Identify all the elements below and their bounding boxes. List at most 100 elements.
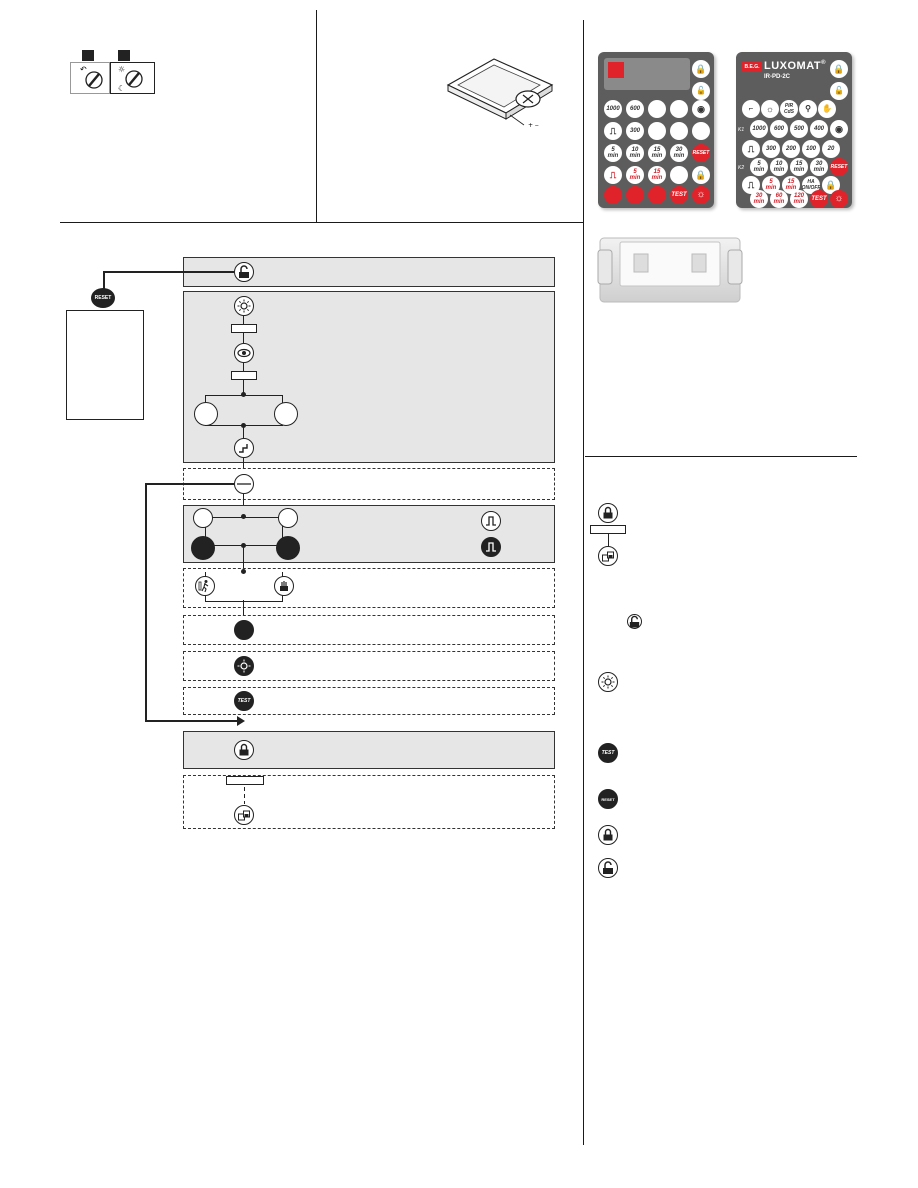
remote-right-stair-button[interactable]: ⌐ [742,100,760,118]
remote-right-walk-button[interactable]: ⚲ [799,100,817,118]
remote-right-brand-name: LUXOMAT [764,60,822,72]
remote-left-btn-blank-6[interactable] [670,166,688,184]
remote-left-eye-button[interactable]: ◉ [692,100,710,118]
channel-circle-bottom-left [191,536,215,560]
remote-left-impulse2-button[interactable]: ⎍ [604,166,622,184]
remote-left-lock2-button[interactable]: 🔒 [692,166,710,184]
remote-right-impulse2-button[interactable]: ⎍ [742,176,760,194]
remote-right-lock-button[interactable]: 🔒 [830,60,848,78]
remote-right-time-60min[interactable]: 60 min [770,190,788,208]
channel-impulse-icon-light [481,511,501,531]
remote-left-btn-30min[interactable]: 30 min [670,144,688,162]
flow-test-label: TEST [237,698,251,704]
remote-left-btn-blank-2[interactable] [670,100,688,118]
loop-line-left [145,483,147,721]
remote-left-reset-button[interactable]: RESET [692,144,710,162]
remote-right-light-button[interactable]: ☼ [761,100,779,118]
flow-multi-lock-icon [234,805,254,825]
remote-right-lux-1000[interactable]: 1000 [750,120,768,138]
remote-right-time-5min[interactable]: 5 min [750,158,768,176]
presence-walk-icon [195,576,215,596]
legend-inline-unlock-icon [627,614,642,629]
remote-right-lock2-button[interactable]: 🔒 [822,176,840,194]
flow-test-badge: TEST [234,691,254,711]
remote-left-btn-blank-1[interactable] [648,100,666,118]
remote-left-red-button-2[interactable] [626,186,644,204]
remote-right-lux-100[interactable]: 100 [802,140,820,158]
cds-label: CdS [784,109,794,115]
remote-left-red-button-1[interactable] [604,186,622,204]
remote-right-lux-500[interactable]: 500 [790,120,808,138]
remote-left-test-button[interactable]: TEST [670,186,688,204]
remote-right-unlock-button[interactable]: 🔓 [830,82,848,100]
remote-left-impulse-button[interactable]: ⎍ [604,122,622,140]
sketch-box-right [110,62,155,94]
remote-left-btn-600[interactable]: 600 [626,100,644,118]
svg-text:↶: ↶ [80,65,87,74]
remote-left-btn-1000[interactable]: 1000 [604,100,622,118]
remote-right-hand-button[interactable]: ✋ [818,100,836,118]
flow-option-circle-right [274,402,298,426]
remote-left-unlock-button[interactable]: 🔓 [692,82,710,100]
flow-line-g [243,494,244,512]
flow-line-e [243,426,244,438]
remote-left-red-button-3[interactable] [648,186,666,204]
legend-connector [608,534,609,546]
remote-right-lux-600[interactable]: 600 [770,120,788,138]
remote-right-brand-mark: ® [821,60,826,66]
remote-right-lux-200[interactable]: 200 [782,140,800,158]
remote-right-time-120min[interactable]: 120 min [790,190,808,208]
remote-right-time-15min[interactable]: 15 min [790,158,808,176]
remote-right-light2-button[interactable]: ☼ [830,190,848,208]
remote-left-btn-blank-4[interactable] [670,122,688,140]
flow-brightness-icon [234,296,254,316]
remote-right-lux-400[interactable]: 400 [810,120,828,138]
remote-left-lock-button[interactable]: 🔒 [692,60,710,78]
legend-reset-badge: RESET [598,789,618,809]
divider-legend-top [585,456,857,457]
loop-line-top [145,483,234,485]
svg-text:☼: ☼ [118,65,125,74]
wall-holder-illustration [597,237,743,303]
step-b-badge [118,50,130,61]
flow-value-box-2 [231,371,257,380]
remote-right-logo-badge: B.E.G. [742,62,762,72]
remote-right-ha-onoff[interactable]: HA ON/OFF [802,176,820,194]
remote-left-btn-15min-b[interactable]: 15 min [648,166,666,184]
remote-right-time-30min-c[interactable]: 30 min [750,190,768,208]
adjustment-sketch: ↶ ☼ ☾ [70,50,155,95]
screwdriver-right-icon: ☼ ☾ [118,65,143,92]
flow-unlock-icon [234,262,254,282]
remote-right-eye-button[interactable]: ◉ [830,120,848,138]
remote-left-btn-5min-b[interactable]: 5 min [626,166,644,184]
remote-right-test-button[interactable]: TEST [810,190,828,208]
remote-left-btn-blank-5[interactable] [692,122,710,140]
remote-right-time-15min-b[interactable]: 15 min [782,176,800,194]
flow-reset-badge: RESET [91,288,115,308]
remote-left-btn-10min[interactable]: 10 min [626,144,644,162]
remote-left-light-button[interactable]: ☼ [692,186,710,204]
flow-lock-icon [234,740,254,760]
flow-light-icon [234,656,254,676]
remote-left-btn-15min[interactable]: 15 min [648,144,666,162]
remote-left-btn-blank-3[interactable] [648,122,666,140]
presence-dot [241,569,246,574]
flow-reset-label: RESET [94,295,112,301]
remote-right-time-30min[interactable]: 30 min [810,158,828,176]
legend-brightness-icon [598,672,618,692]
legend-unlock-icon [598,858,618,878]
remote-right-lux-300[interactable]: 300 [762,140,780,158]
remote-left-btn-300[interactable]: 300 [626,122,644,140]
flow-mode-half-icon [234,474,254,494]
channel-circle-top-right [278,508,298,528]
remote-left-btn-5min[interactable]: 5 min [604,144,622,162]
remote-right-reset-button[interactable]: RESET [830,158,848,176]
remote-right-lux-20[interactable]: 20 [822,140,840,158]
remote-right-time-5min-b[interactable]: 5 min [762,176,780,194]
flow-line-f [243,458,244,474]
step-a-badge [82,50,94,61]
remote-right-impulse-button[interactable]: ⎍ [742,140,760,158]
remote-right-time-10min[interactable]: 10 min [770,158,788,176]
flow-dark-circle [234,620,254,640]
